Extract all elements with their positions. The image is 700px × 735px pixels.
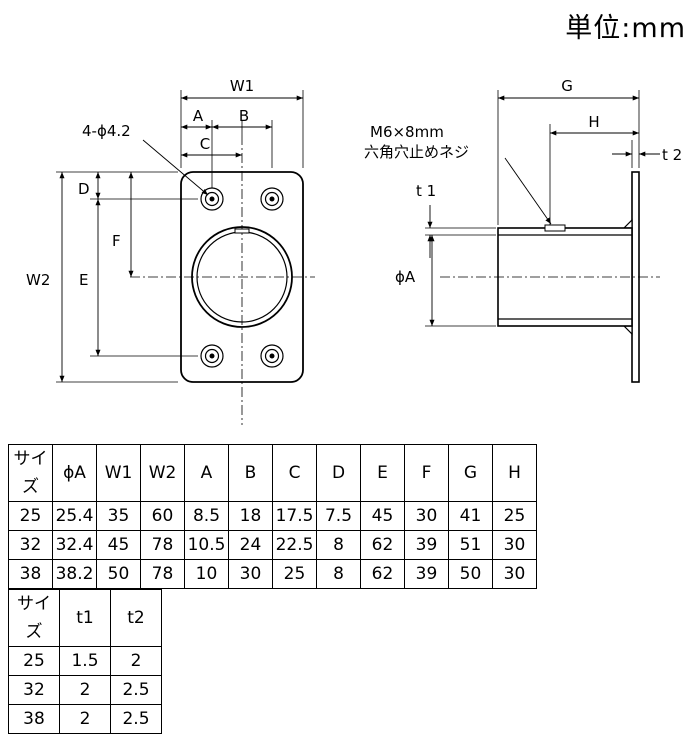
main-table-cell: 22.5 [272,530,317,560]
thickness-table-cell: 2.5 [110,704,162,734]
main-table-cell: 10 [184,559,229,589]
main-table-cell: 45 [360,501,405,531]
main-table-cell: 39 [404,559,449,589]
thickness-table-cell: 38 [8,704,60,734]
thickness-table-cell: 32 [8,675,60,705]
mounting-hole-top-right [260,187,284,211]
dim-d-label: D [78,180,90,198]
dim-w1-label: W1 [230,77,254,95]
side-view: G H t 2 t 1 ϕA M6×8mm 六角穴止めネジ [364,77,682,383]
main-table-cell: 38 [8,559,53,589]
main-table-cell: 45 [96,530,141,560]
main-table-header-cell: H [492,444,537,502]
main-table-header-cell: E [360,444,405,502]
front-view: W1 A B C 4-ϕ4.2 D F E W2 [26,77,315,425]
unit-label: 単位:mm [565,13,686,44]
main-table-header-cell: A [184,444,229,502]
hole-leader-line [142,139,209,196]
main-table-cell: 8 [316,530,361,560]
main-table-cell: 25 [492,501,537,531]
thickness-table-cell: 1.5 [59,646,111,676]
main-table-cell: 62 [360,530,405,560]
main-table-cell: 32 [8,530,53,560]
screw-label-line2: 六角穴止めネジ [364,143,469,161]
main-table-cell: 62 [360,559,405,589]
main-table-cell: 30 [228,559,273,589]
screw-label-line1: M6×8mm [370,123,444,141]
main-table-cell: 60 [140,501,185,531]
dim-f-label: F [112,232,121,250]
thickness-table-header-cell: t1 [59,589,111,647]
thickness-table-header-cell: サイズ [8,589,60,647]
main-table-cell: 50 [96,559,141,589]
main-table-header-cell: D [316,444,361,502]
main-table-header-cell: B [228,444,273,502]
set-screw-notch [234,228,250,234]
main-table-cell: 32.4 [52,530,97,560]
thickness-table-cell: 2.5 [110,675,162,705]
main-table-cell: 51 [448,530,493,560]
main-table-cell: 38.2 [52,559,97,589]
main-table-header-cell: C [272,444,317,502]
dim-g-label: G [561,77,573,95]
main-table-cell: 8.5 [184,501,229,531]
mounting-hole-bottom-right [260,344,284,368]
thickness-table-cell: 2 [110,646,162,676]
main-table-cell: 30 [492,559,537,589]
main-table-cell: 24 [228,530,273,560]
main-table-cell: 50 [448,559,493,589]
main-table-cell: 8 [316,559,361,589]
main-table-cell: 7.5 [316,501,361,531]
dim-b-label: B [239,107,249,125]
main-table-header-cell: W2 [140,444,185,502]
thickness-table-cell: 2 [59,704,111,734]
thickness-table-cell: 25 [8,646,60,676]
main-table-cell: 78 [140,559,185,589]
dim-t2-label: t 2 [662,146,682,164]
main-table-cell: 35 [96,501,141,531]
thickness-table-cell: 2 [59,675,111,705]
technical-drawing: W1 A B C 4-ϕ4.2 D F E W2 [26,77,682,425]
screw-leader-line [504,157,552,225]
main-table-header-cell: ϕA [52,444,97,502]
main-table-cell: 39 [404,530,449,560]
set-screw-side [544,224,566,232]
dim-h-label: H [588,113,599,131]
main-table-header-cell: W1 [96,444,141,502]
main-table-cell: 41 [448,501,493,531]
dim-t1-label: t 1 [416,182,436,200]
main-table-cell: 18 [228,501,273,531]
dim-a-label: A [193,107,204,125]
thickness-table-header-cell: t2 [110,589,162,647]
main-table-cell: 25 [272,559,317,589]
main-table-cell: 17.5 [272,501,317,531]
main-table-header-cell: サイズ [8,444,53,502]
mounting-hole-bottom-left [200,344,224,368]
dim-w2-label: W2 [26,271,50,289]
dim-phi-a-label: ϕA [395,268,416,286]
main-table-cell: 30 [492,530,537,560]
dim-e-label: E [79,271,88,289]
hole-label: 4-ϕ4.2 [82,122,131,140]
main-table-cell: 78 [140,530,185,560]
main-table-cell: 25 [8,501,53,531]
main-table-cell: 25.4 [52,501,97,531]
main-table-header-cell: G [448,444,493,502]
main-table-cell: 30 [404,501,449,531]
pipe-outer-circle [191,226,293,328]
main-table-cell: 10.5 [184,530,229,560]
dim-c-label: C [200,135,210,153]
main-table-header-cell: F [404,444,449,502]
